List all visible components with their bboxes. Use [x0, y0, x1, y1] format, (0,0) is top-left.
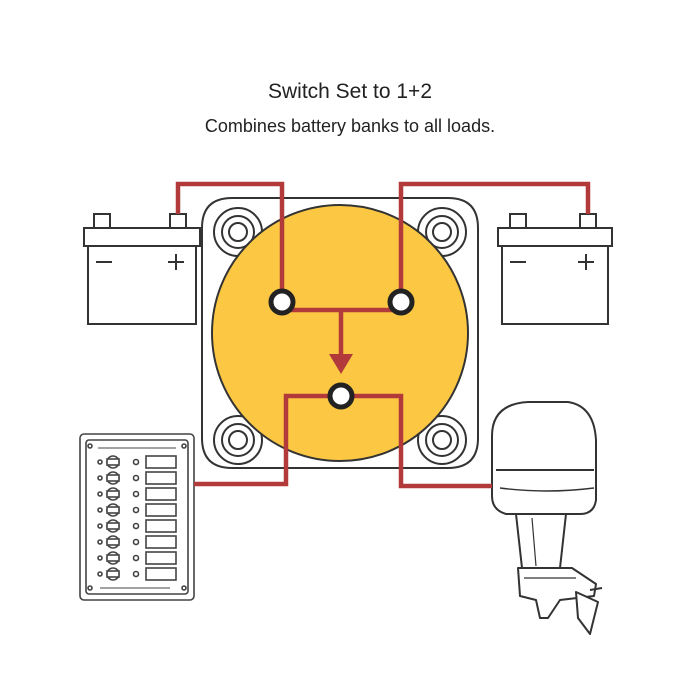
switch-terminals: [268, 288, 415, 410]
mount-hole-bottom-right: [417, 415, 467, 465]
panel-breaker-rows: [97, 455, 177, 581]
flow-arrow-icon: [329, 354, 353, 374]
mount-hole-bottom-left: [213, 415, 263, 465]
battery-right-icon: [497, 213, 613, 325]
outboard-motor-icon: [491, 401, 603, 635]
diagram-title: Switch Set to 1+2: [267, 80, 432, 103]
mount-hole-top-left: [213, 207, 263, 257]
wire-to-motor: [341, 393, 492, 489]
wiring: [175, 181, 591, 489]
terminal-1: [268, 288, 296, 316]
wire-battery-2: [398, 181, 591, 302]
terminal-common: [327, 382, 355, 410]
wire-to-panel: [194, 393, 341, 487]
wire-battery-1: [175, 181, 285, 302]
diagram-subtitle: Combines battery banks to all loads.: [204, 116, 496, 136]
battery-left-icon: [83, 213, 201, 325]
distribution-panel-icon: [79, 433, 195, 601]
terminal-2: [387, 288, 415, 316]
